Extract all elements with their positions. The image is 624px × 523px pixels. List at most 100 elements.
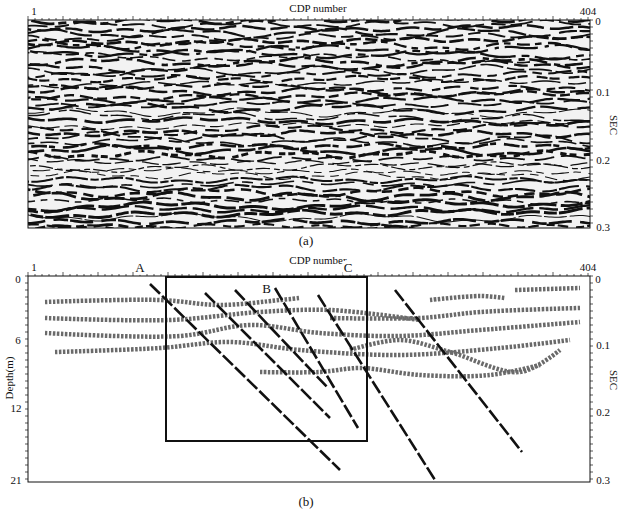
- axis-tick: [210, 18, 211, 20]
- axis-tick: [371, 18, 372, 20]
- axis-tick: [350, 18, 351, 20]
- axis-tick: [539, 274, 540, 276]
- seismic-reflector: [28, 71, 590, 79]
- axis-tick: [462, 18, 463, 20]
- axis-tick: [25, 360, 28, 361]
- axis-tick: [25, 318, 28, 319]
- axis-tick: [590, 339, 593, 340]
- axis-tick: [25, 290, 28, 291]
- axis-tick: [25, 479, 28, 480]
- seismic-reflector: [28, 97, 590, 104]
- horizon-line: [515, 288, 580, 290]
- horizon-line: [45, 298, 300, 305]
- axis-tick: [77, 18, 78, 20]
- axis-tick: [217, 18, 218, 20]
- axis-tick: [504, 18, 505, 20]
- axis-tick: [147, 18, 148, 20]
- axis-tick: [25, 381, 28, 382]
- axis-tick: [84, 274, 85, 276]
- axis-tick: [590, 332, 593, 333]
- axis-tick: [590, 297, 593, 298]
- axis-tick: [455, 18, 456, 20]
- axis-tick: [259, 18, 260, 20]
- axis-tick: [590, 62, 593, 63]
- seismic-reflector: [28, 162, 590, 172]
- axis-tick: [590, 111, 593, 112]
- axis-tick: [546, 18, 547, 20]
- axis-tick: [590, 416, 593, 417]
- horizon-line: [45, 322, 580, 337]
- axis-tick: [590, 479, 593, 480]
- axis-tick: [590, 223, 593, 224]
- axis-tick: [590, 325, 593, 326]
- axis-tick: [590, 160, 593, 161]
- axis-tick: [56, 18, 57, 20]
- axis-number: 0: [14, 273, 22, 285]
- axis-tick: [25, 353, 28, 354]
- axis-tick: [280, 18, 281, 20]
- axis-tick: [63, 16, 64, 20]
- axis-tick: [518, 16, 519, 20]
- axis-tick: [203, 16, 204, 20]
- axis-tick: [392, 18, 393, 20]
- axis-tick: [35, 274, 36, 276]
- axis-tick: [84, 18, 85, 20]
- axis-tick: [25, 304, 28, 305]
- axis-tick: [590, 360, 593, 361]
- axis-tick: [590, 167, 593, 168]
- axis-tick: [590, 444, 593, 445]
- axis-tick: [98, 16, 99, 20]
- seismic-reflector: [28, 143, 590, 149]
- axis-tick: [385, 274, 386, 276]
- axis-tick: [574, 18, 575, 20]
- axis-tick: [25, 346, 28, 347]
- axis-tick: [126, 18, 127, 20]
- axis-tick: [590, 139, 593, 140]
- axis-tick: [406, 274, 407, 276]
- axis-number: 0.1: [595, 86, 611, 98]
- axis-tick: [25, 283, 28, 284]
- axis-tick: [590, 27, 593, 28]
- seismic-reflector: [28, 25, 590, 32]
- axis-tick: [490, 18, 491, 20]
- axis-tick: [590, 458, 593, 459]
- axis-tick: [378, 16, 379, 20]
- axis-tick: [441, 274, 442, 276]
- fault-line: [318, 295, 435, 480]
- axis-tick: [590, 402, 593, 403]
- axis-tick: [378, 272, 379, 276]
- axis-tick: [590, 451, 593, 452]
- axis-tick: [91, 274, 92, 276]
- axis-tick: [590, 97, 593, 98]
- axis-tick: [231, 18, 232, 20]
- axis-tick: [25, 297, 28, 298]
- axis-tick: [25, 416, 28, 417]
- axis-tick: [581, 18, 582, 20]
- axis-tick: [469, 18, 470, 20]
- axis-tick: [63, 272, 64, 276]
- axis-tick: [455, 274, 456, 276]
- axis-tick: [25, 311, 28, 312]
- axis-tick: [25, 402, 28, 403]
- axis-tick: [590, 48, 593, 49]
- axis-tick: [590, 472, 593, 473]
- axis-tick: [504, 274, 505, 276]
- seismic-reflector: [28, 76, 590, 82]
- axis-tick: [539, 18, 540, 20]
- axis-tick: [483, 272, 484, 276]
- axis-tick: [105, 274, 106, 276]
- axis-tick: [25, 339, 28, 340]
- axis-tick: [25, 325, 28, 326]
- fault-line: [235, 290, 328, 388]
- axis-tick: [427, 18, 428, 20]
- axis-title: CDP number: [288, 254, 347, 266]
- axis-tick: [287, 18, 288, 20]
- axis-tick: [371, 274, 372, 276]
- axis-tick: [133, 16, 134, 20]
- axis-number: 1: [30, 5, 38, 17]
- axis-tick: [525, 18, 526, 20]
- axis-tick: [590, 132, 593, 133]
- axis-tick: [140, 18, 141, 20]
- axis-tick: [518, 272, 519, 276]
- fault-group: [150, 284, 522, 480]
